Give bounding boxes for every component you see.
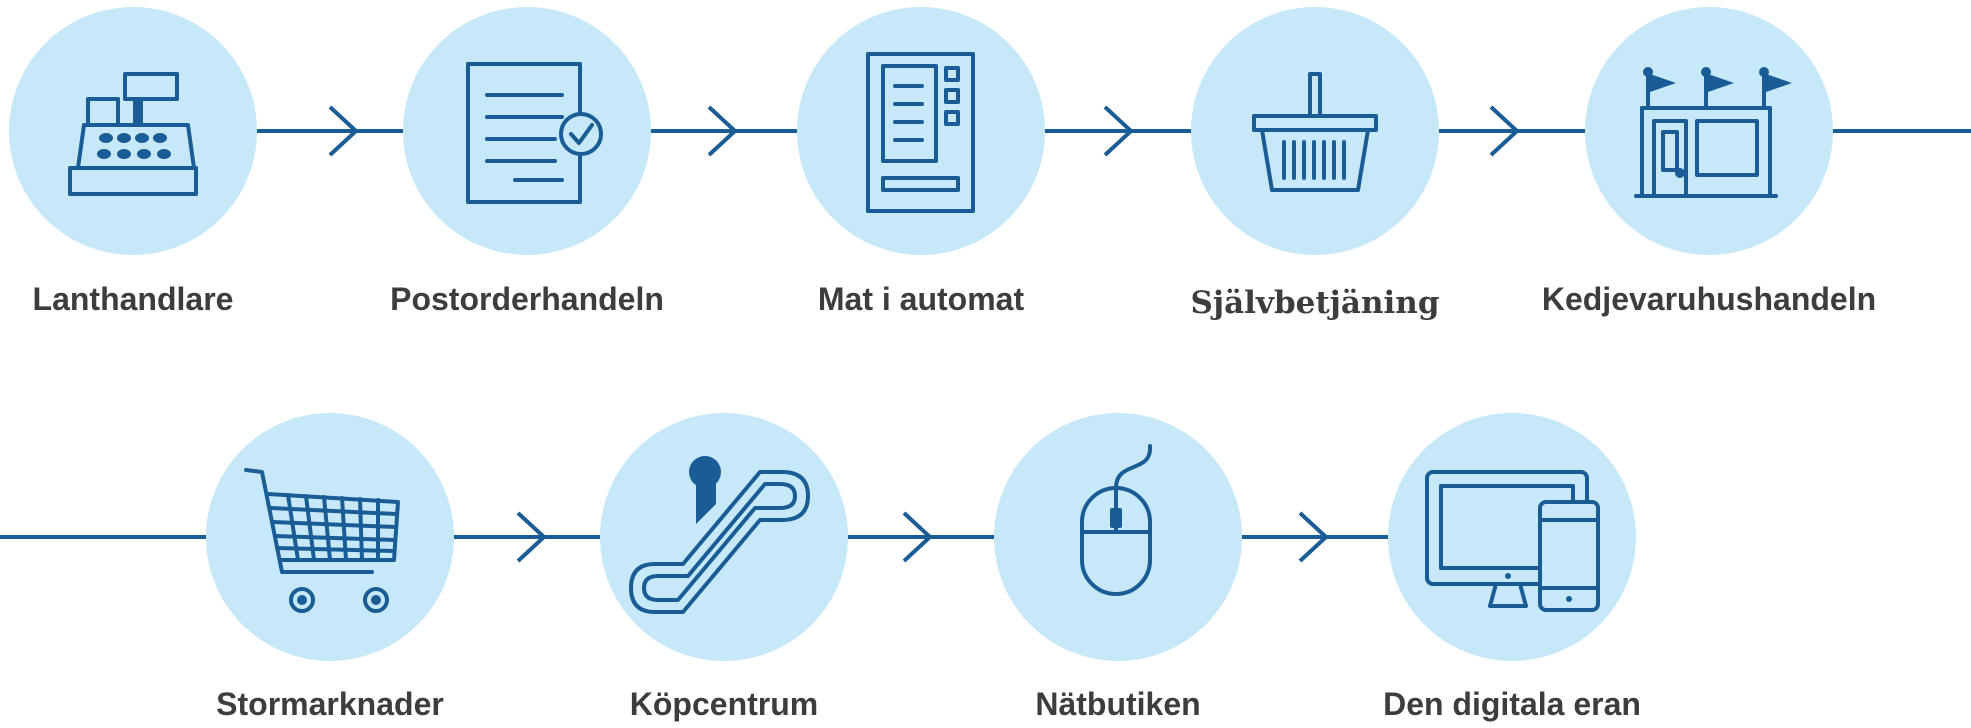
arrow-icon — [328, 105, 359, 157]
step-label-mat-i-automat: Mat i automat — [817, 281, 1025, 317]
vending-machine-icon — [866, 52, 975, 213]
step-label-kedjevaruhushandeln: Kedjevaruhushandeln — [1541, 281, 1877, 317]
step-circle — [797, 7, 1045, 255]
step-circle — [600, 413, 848, 661]
monitor-phone-icon — [1425, 470, 1600, 612]
arrow-icon — [1298, 511, 1329, 563]
step-circle — [9, 7, 257, 255]
step-label-den-digitala-eran: Den digitala eran — [1383, 686, 1641, 722]
step-circle — [1585, 7, 1833, 255]
arrow-icon — [902, 511, 933, 563]
step-label-natbutiken: Nätbutiken — [1035, 686, 1201, 722]
step-label-kopcentrum: Köpcentrum — [629, 686, 819, 722]
arrow-icon — [516, 511, 547, 563]
storefront-flags-icon — [1634, 67, 1792, 198]
step-label-stormarknader: Stormarknader — [216, 686, 444, 722]
computer-mouse-icon — [1080, 444, 1153, 596]
step-circle — [994, 413, 1242, 661]
arrow-icon — [1103, 105, 1134, 157]
step-label-lanthandlare: Lanthandlare — [32, 281, 234, 317]
shopping-basket-icon — [1252, 72, 1378, 192]
cash-register-icon — [68, 72, 198, 196]
order-document-check-icon — [466, 62, 603, 204]
step-label-sjalvbetjaning: Självbetjäning — [1190, 285, 1440, 321]
shopping-cart-icon — [244, 468, 400, 613]
arrow-icon — [707, 105, 738, 157]
arrows — [328, 105, 1520, 563]
step-circle — [403, 7, 651, 255]
step-label-postorderhandeln: Postorderhandeln — [390, 281, 664, 317]
escalator-icon — [629, 456, 810, 614]
arrow-icon — [1489, 105, 1520, 157]
